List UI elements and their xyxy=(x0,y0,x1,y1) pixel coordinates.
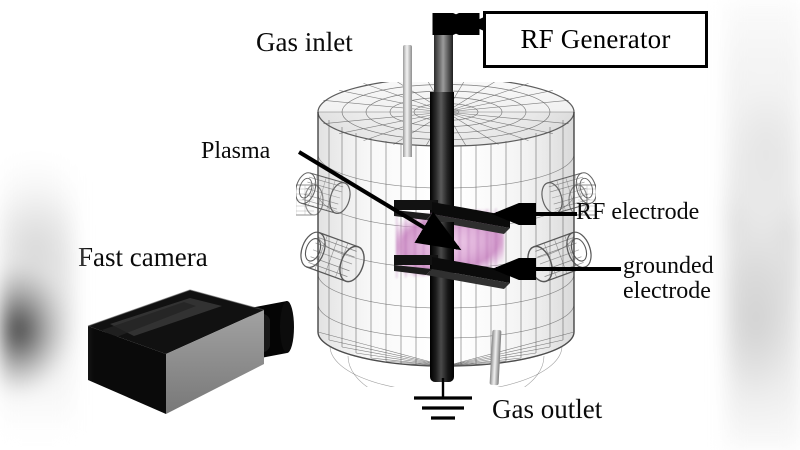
letterbox-bar-left xyxy=(0,0,74,450)
fast-camera-label: Fast camera xyxy=(78,242,208,272)
rf-generator-link-arrow xyxy=(432,13,483,35)
plasma-leader-arrow xyxy=(297,150,462,251)
ground-symbol xyxy=(414,378,472,420)
rf-generator-label: RF Generator xyxy=(520,24,671,54)
rf-generator-box: RF Generator xyxy=(483,11,708,68)
gas-inlet-label: Gas inlet xyxy=(256,27,353,57)
rf-rod-upper xyxy=(434,16,453,96)
gas-inlet-tube xyxy=(403,45,412,157)
grounded-electrode-label: grounded electrode xyxy=(623,253,714,305)
plasma-label: Plasma xyxy=(201,138,271,164)
grounded-electrode-plate xyxy=(394,255,510,289)
gas-outlet-label: Gas outlet xyxy=(492,394,603,424)
fast-camera xyxy=(87,289,294,414)
rf-electrode-leader-arrow xyxy=(492,203,577,225)
grounded-electrode-leader-arrow xyxy=(492,258,621,280)
letterbox-bar-right xyxy=(726,0,800,450)
rf-electrode-label: RF electrode xyxy=(576,199,700,225)
